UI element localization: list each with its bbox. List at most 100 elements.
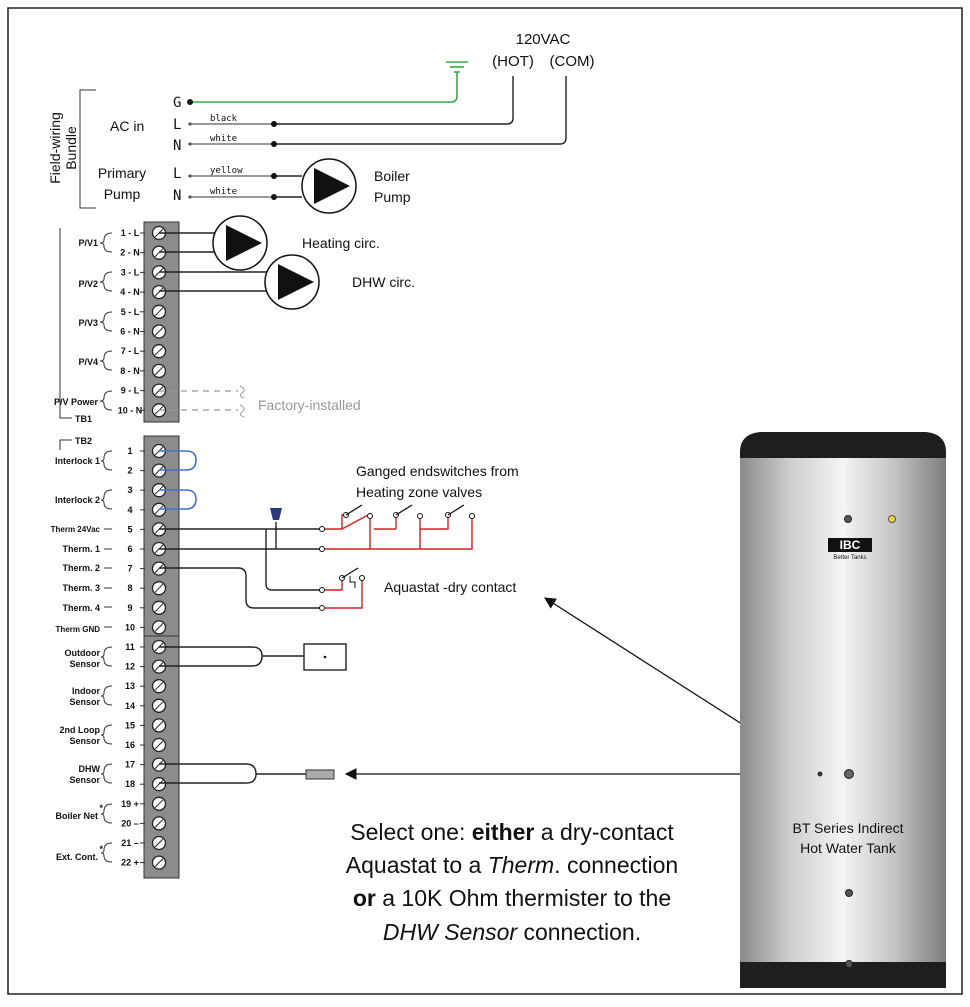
tb2-terminal-label-10: 10 [125, 622, 135, 632]
label-therm24: Therm 24Vac [51, 525, 101, 534]
tb2-terminal-label-6: 6 [127, 544, 132, 554]
tb2-terminal-label-3: 3 [127, 485, 132, 495]
tb2-terminal-label-5: 5 [127, 524, 132, 534]
bundle-pin-n: N [173, 138, 181, 154]
tb2-terminal-screw-21 [154, 838, 164, 848]
primary-pump-label-1: Primary [98, 165, 146, 181]
label-interlock2: Interlock 2 [55, 495, 100, 505]
label-outdoor-2: Sensor [69, 659, 100, 669]
tb1-terminal-label-2: 2 - N [120, 248, 140, 258]
supply-voltage-label: 120VAC [516, 31, 571, 48]
tb2-terminal-screw-18 [154, 779, 164, 789]
tb2-terminal-label-13: 13 [125, 681, 135, 691]
selection-note: Select one: either a dry-contact Aquasta… [346, 819, 678, 945]
tb1-terminal-label-3: 3 - L [121, 267, 140, 277]
tb2-terminal-label-12: 12 [125, 662, 135, 672]
tb2-name: TB2 [75, 436, 92, 446]
label-indoor-2: Sensor [69, 697, 100, 707]
tb2-terminal-label-2: 2 [127, 466, 132, 476]
heating-circulator-icon [159, 215, 268, 271]
label-2nd-loop-1: 2nd Loop [60, 725, 101, 735]
group-pv2: P/V2 [78, 279, 98, 289]
terminal-block-tb1: 1 - L2 - N3 - L4 - N5 - L6 - N7 - L8 - N… [118, 221, 180, 423]
hot-wire [274, 76, 514, 125]
interlock2-jumper [159, 489, 197, 510]
tb1-group-labels: TB1 P/V1 P/V2 P/V3 P/V4 P/V Power [54, 228, 113, 424]
label-therm3: Therm. 3 [62, 583, 100, 593]
tb2-terminal-label-21: 21 – [121, 838, 139, 848]
label-interlock1: Interlock 1 [55, 456, 100, 466]
label-dhw-2: Sensor [69, 775, 100, 785]
tb2-terminal-screw-22 [154, 858, 164, 867]
group-pv3: P/V3 [78, 318, 98, 328]
tb2-brackets [100, 450, 113, 863]
tb1-terminal-label-7: 7 - L [121, 346, 140, 356]
tb1-terminal-label-5: 5 - L [121, 307, 140, 317]
tb2-terminal-label-14: 14 [125, 701, 135, 711]
tb1-terminal-screw-8 [154, 366, 164, 376]
supply-com-label: (COM) [550, 53, 595, 70]
tb2-terminal-screw-16 [154, 740, 164, 750]
note-line-1: Select one: either a dry-contact [350, 819, 674, 845]
wire-color-yellow: yellow [210, 166, 243, 176]
tb2-terminal-label-17: 17 [125, 760, 135, 770]
tb2-terminal-label-11: 11 [125, 642, 135, 652]
wire-color-white: white [210, 134, 237, 144]
dhw-circ-label: DHW circ. [352, 274, 415, 290]
tb2-labels: TB2 Interlock 1 Interlock 2 Therm 24Vac … [51, 436, 104, 862]
tb2-terminal-label-20: 20 – [121, 818, 139, 828]
tank-label-2: Hot Water Tank [800, 840, 897, 856]
tb2-terminal-screw-10 [154, 623, 164, 632]
heating-circ-label: Heating circ. [302, 235, 380, 251]
tb2-terminal-label-1: 1 [127, 446, 132, 456]
tb2-terminal-label-8: 8 [127, 583, 132, 593]
ganged-endswitches [325, 504, 475, 550]
bundle-pin-g: G [173, 95, 181, 111]
aquastat-switch-icon [325, 567, 365, 609]
tb2-terminal-label-18: 18 [125, 779, 135, 789]
endswitch-label-2: Heating zone valves [356, 484, 482, 500]
label-indoor-1: Indoor [72, 686, 100, 696]
tb2-terminal-screw-14 [154, 701, 164, 711]
bundle-label-line1: Field-wiring [47, 112, 63, 184]
tb2-terminal-screw-19 [154, 799, 164, 809]
ground-icon [190, 61, 468, 103]
label-therm4: Therm. 4 [62, 603, 100, 613]
hot-water-tank [740, 432, 946, 988]
tb1-terminal-screw-2 [154, 248, 164, 258]
tb1-terminal-label-9: 9 - L [121, 386, 140, 396]
outdoor-sensor-icon [159, 643, 347, 671]
wire-color-white-2: white [210, 187, 237, 197]
field-wiring-bundle: Field-wiring Bundle AC in Primary Pump G… [47, 89, 277, 209]
bundle-pin-l: L [173, 117, 181, 133]
tb1-terminal-screw-6 [154, 327, 164, 336]
tb2-terminal-screw-8 [154, 583, 164, 593]
ibc-logo: IBC Better Tanks [828, 538, 872, 561]
com-wire [274, 76, 567, 145]
tb1-terminal-label-6: 6 - N [120, 327, 140, 337]
tb2-terminal-label-19: 19 + [121, 799, 139, 809]
label-2nd-loop-2: Sensor [69, 736, 100, 746]
wire-color-black: black [210, 114, 238, 124]
tb1-terminal-label-10: 10 - N [118, 405, 143, 415]
tb2-terminal-screw-9 [154, 603, 164, 613]
tb2-terminal-screw-20 [154, 819, 164, 828]
boiler-net-star: * [99, 803, 103, 813]
group-pv-power: P/V Power [54, 397, 99, 407]
tb1-name: TB1 [75, 414, 92, 424]
endswitch-label-1: Ganged endswitches from [356, 463, 519, 479]
bundle-pin-pump-n: N [173, 188, 181, 204]
diagram-frame [7, 7, 963, 995]
boiler-pump-label-2: Pump [374, 189, 411, 205]
tb1-terminal-label-8: 8 - N [120, 366, 140, 376]
aquastat-label: Aquastat -dry contact [384, 579, 516, 595]
label-therm2: Therm. 2 [62, 563, 100, 573]
label-therm1: Therm. 1 [62, 544, 100, 554]
ext-cont-star: * [99, 844, 103, 854]
therm-wiring [159, 508, 325, 611]
label-boiler-net: Boiler Net [55, 811, 98, 821]
dhw-circulator-icon [159, 254, 320, 310]
tb2-terminal-label-15: 15 [125, 720, 135, 730]
tb2-terminal-label-22: 22 + [121, 858, 139, 868]
